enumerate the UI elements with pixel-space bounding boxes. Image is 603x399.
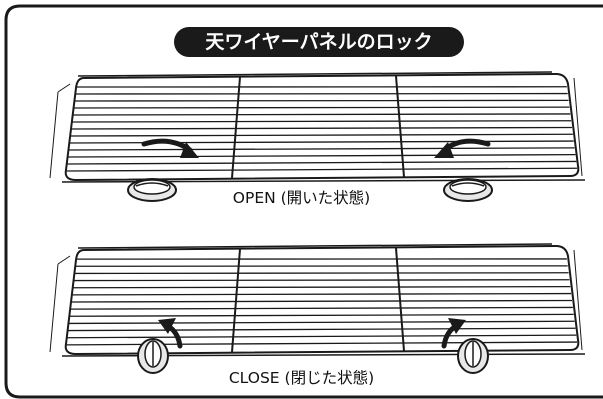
wire-line xyxy=(67,334,577,339)
wire-line xyxy=(73,113,571,116)
wire-line xyxy=(71,126,573,130)
rotate-arrow-right-open xyxy=(434,138,491,158)
rotate-arrow-right-close xyxy=(441,318,466,349)
wire-line xyxy=(69,147,575,151)
wire-line xyxy=(68,327,576,332)
wire-line xyxy=(74,99,569,102)
caption-open: OPEN (開いた状態) xyxy=(232,189,371,207)
rotate-arrow-left-close xyxy=(158,318,183,349)
wire-panel-open xyxy=(49,71,586,183)
wire-line xyxy=(73,279,570,282)
wire-line xyxy=(72,120,572,123)
rotate-arrow-left-open xyxy=(141,138,199,158)
wire-line xyxy=(70,133,573,137)
wire-line xyxy=(69,313,574,317)
wire-panel-close xyxy=(49,243,586,357)
wire-line xyxy=(70,306,573,310)
wire-line xyxy=(73,106,570,109)
wire-line xyxy=(69,320,575,325)
wire-line xyxy=(68,153,576,158)
lock-knob-left-close xyxy=(137,338,169,374)
diagram-title: 天ワイヤーパネルのロック xyxy=(174,27,464,57)
wire-line xyxy=(74,272,569,275)
wire-line xyxy=(71,299,573,303)
lock-knob-right-open xyxy=(443,178,493,202)
caption-close: CLOSE (閉じた状態) xyxy=(228,369,375,387)
wire-line xyxy=(67,160,577,165)
lock-knob-right-close xyxy=(457,338,489,374)
wire-line xyxy=(66,167,578,172)
outer-frame xyxy=(4,4,603,399)
lock-knob-left-open xyxy=(127,178,177,202)
wire-line xyxy=(72,292,572,296)
wire-line xyxy=(73,285,571,289)
